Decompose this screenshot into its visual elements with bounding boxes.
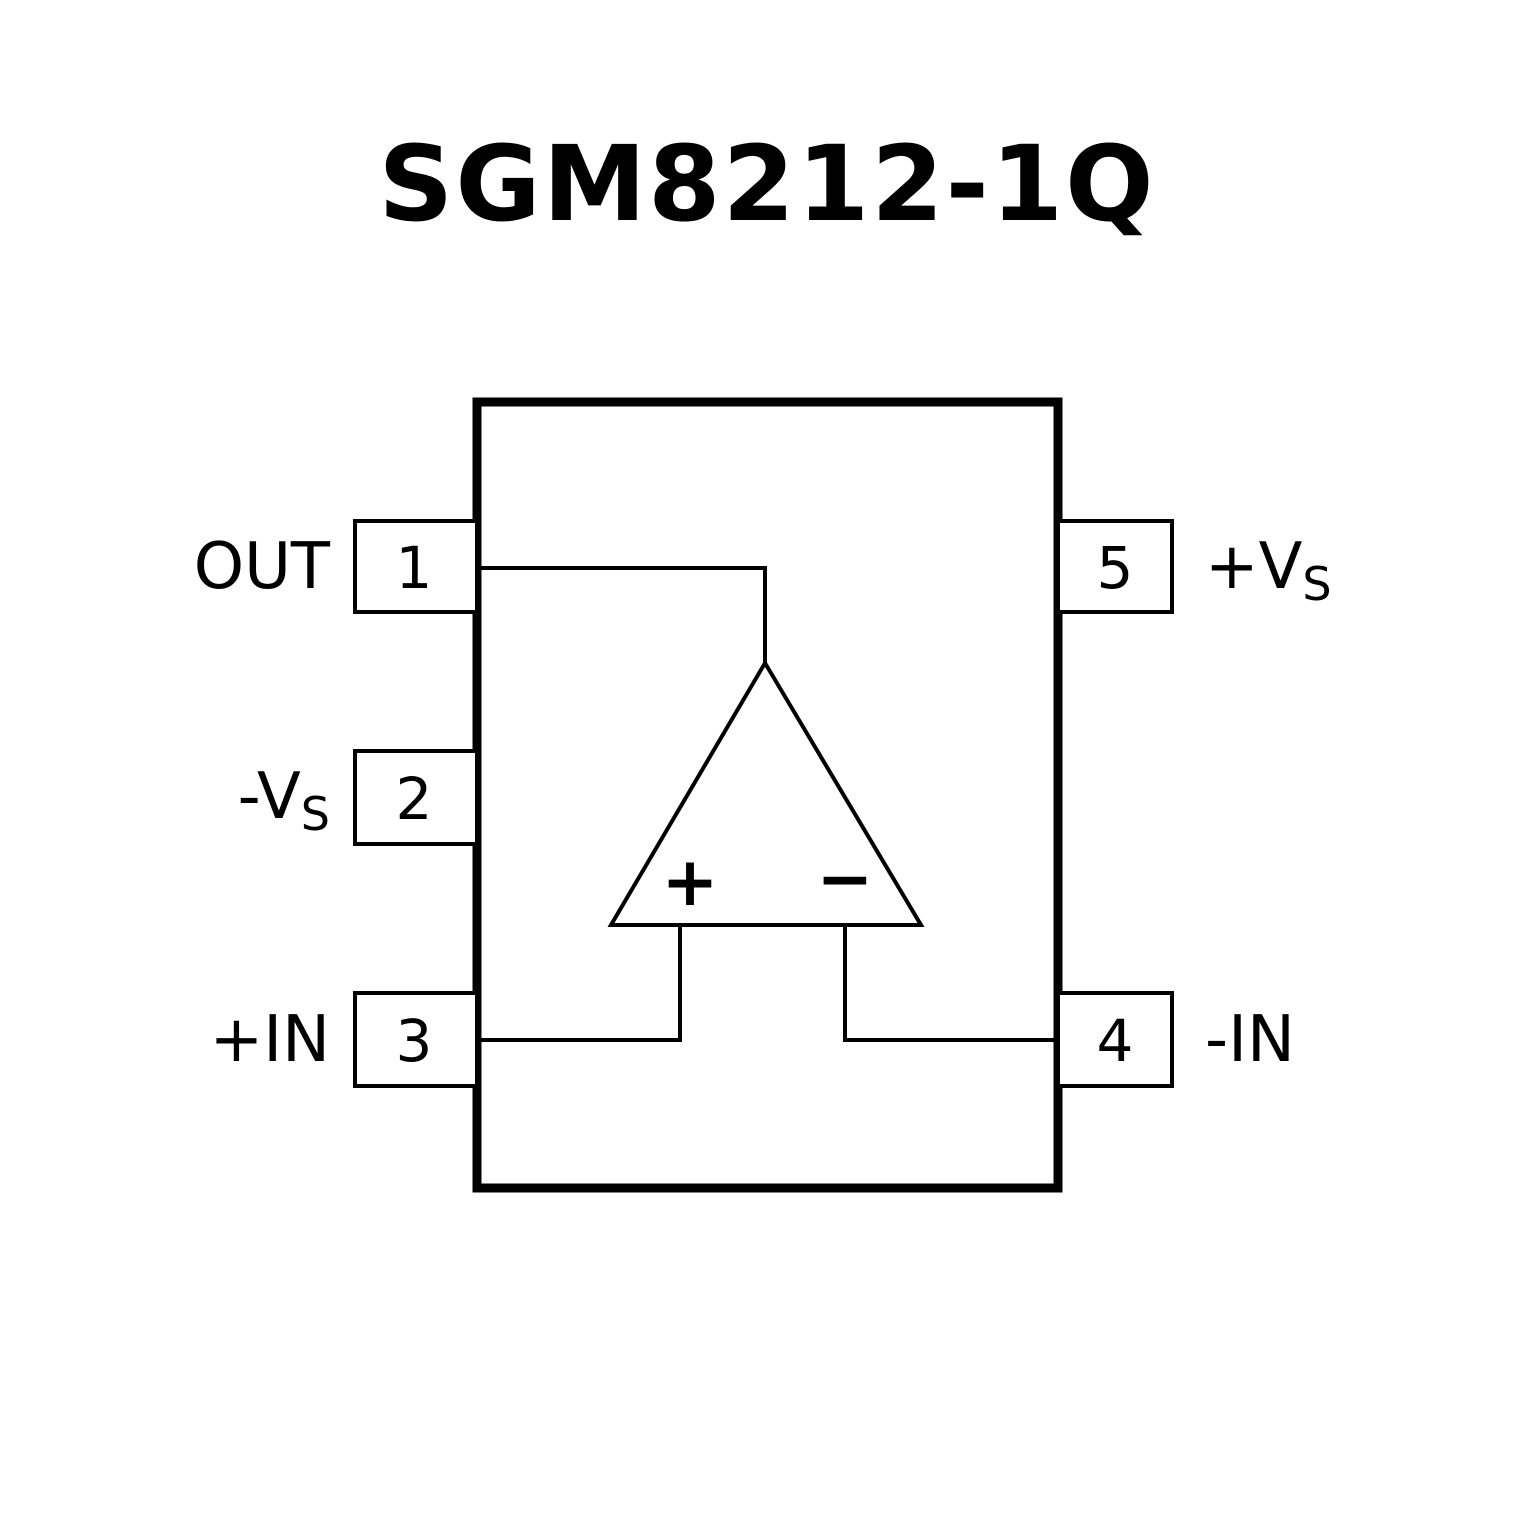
pin5-number: 5 — [1097, 534, 1134, 602]
pin1-number: 1 — [396, 534, 433, 602]
pin3-box — [353, 991, 479, 1088]
pin2-label: -VS — [238, 760, 330, 841]
pin1-box — [353, 519, 479, 614]
pin3-number: 3 — [396, 1007, 433, 1075]
pin4-box — [1056, 991, 1174, 1088]
noninverting-sign: + — [662, 843, 719, 922]
output-trace — [477, 566, 767, 668]
pin2-box — [353, 749, 479, 846]
inverting-sign: − — [817, 840, 874, 919]
pin4-label: -IN — [1205, 1003, 1295, 1077]
pin5-label: +VS — [1205, 530, 1332, 611]
chip-title: SGM8212-1Q — [378, 123, 1155, 245]
pin3-label: +IN — [210, 1003, 330, 1077]
inverting-input-trace — [843, 922, 1058, 1042]
pin5-box — [1056, 519, 1174, 614]
pin4-number: 4 — [1097, 1007, 1134, 1075]
pin2-number: 2 — [396, 765, 433, 833]
pin1-label: OUT — [194, 530, 331, 604]
opamp-triangle — [607, 659, 925, 927]
noninverting-input-trace — [477, 922, 682, 1042]
